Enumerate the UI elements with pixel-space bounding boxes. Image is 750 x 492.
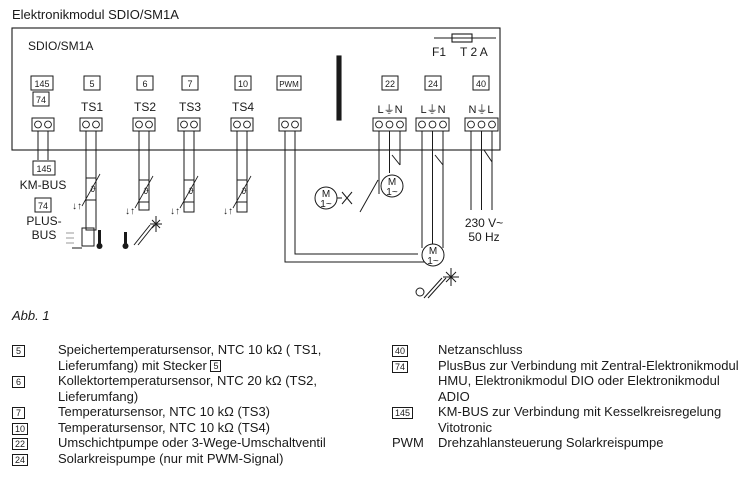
connector-40 xyxy=(464,117,499,132)
legend-number: 7 xyxy=(12,407,25,419)
connector-7 xyxy=(177,117,201,132)
terminal-74: 74 xyxy=(36,95,46,105)
svg-text:↓↑: ↓↑ xyxy=(72,201,82,212)
legend-number: 24 xyxy=(12,453,29,466)
sensor-ts1-label: TS1 xyxy=(81,100,103,114)
legend-number: 145 xyxy=(392,407,414,419)
terminal-pwm: PWM xyxy=(279,80,299,89)
legend-number: 22 xyxy=(12,438,29,450)
connector-pwm xyxy=(278,117,302,132)
divider-bar xyxy=(336,55,342,121)
diagram-title: Elektronikmodul SDIO/SM1A xyxy=(12,7,179,22)
fuse-rating: T 2 A xyxy=(460,45,488,59)
legend-right: 40 Netzanschluss 74 PlusBus zur Verbindu… xyxy=(392,342,742,451)
terminal-6: 6 xyxy=(142,79,147,89)
legend-text: Umschichtpumpe oder 3-Wege-Umschaltventi… xyxy=(58,435,326,450)
legend-number: 40 xyxy=(392,345,409,357)
pump-22-label-1: M xyxy=(388,177,396,188)
kmbus-box: 145 xyxy=(36,164,51,174)
legend-text: Drehzahlansteuerung Solarkreispumpe xyxy=(438,435,664,450)
svg-text:↓↑: ↓↑ xyxy=(170,206,180,217)
terminal-22: 22 xyxy=(385,79,395,89)
terminal-40-pins: N⏚L xyxy=(468,103,493,116)
sensor-ts2-label: TS2 xyxy=(134,100,156,114)
legend-item: 22 Umschichtpumpe oder 3-Wege-Umschaltve… xyxy=(12,435,382,451)
svg-text:ϑ: ϑ xyxy=(91,184,96,194)
terminal-10: 10 xyxy=(238,79,248,89)
plusbus-box: 74 xyxy=(38,201,48,211)
legend-text: KM-BUS zur Verbindung mit Kesselkreisreg… xyxy=(438,404,722,435)
svg-text:ϑ: ϑ xyxy=(189,186,194,196)
terminal-24-pins: L⏚N xyxy=(420,103,445,116)
legend-item: 7 Temperatursensor, NTC 10 kΩ (TS3) xyxy=(12,404,382,420)
solar-pump-symbol xyxy=(421,243,445,267)
svg-text:↓↑: ↓↑ xyxy=(125,206,135,217)
plusbus-label-2: BUS xyxy=(32,228,57,242)
legend-item: 40 Netzanschluss xyxy=(392,342,742,358)
legend-item: 6 Kollektortemperatursensor, NTC 20 kΩ (… xyxy=(12,373,382,404)
terminal-7: 7 xyxy=(187,79,192,89)
sensor-ts3-label: TS3 xyxy=(179,100,201,114)
terminal-40: 40 xyxy=(476,79,486,89)
module-outline xyxy=(11,27,501,151)
solar-pump-label-1: M xyxy=(429,246,437,257)
legend-text: Speichertemperatursensor, NTC 10 kΩ ( TS… xyxy=(58,342,322,373)
terminal-22-pins: L⏚N xyxy=(377,103,402,116)
legend-item: 145 KM-BUS zur Verbindung mit Kesselkrei… xyxy=(392,404,742,435)
connector-145 xyxy=(31,117,55,132)
fuse-label: F1 xyxy=(432,45,446,59)
module-label: SDIO/SM1A xyxy=(28,39,93,53)
connector-22 xyxy=(372,117,407,132)
svg-text:ϑ: ϑ xyxy=(144,186,149,196)
legend-text: Temperatursensor, NTC 10 kΩ (TS3) xyxy=(58,404,271,419)
legend-number: 74 xyxy=(392,360,409,373)
sensor-ts4-label: TS4 xyxy=(232,100,254,114)
legend-inline-box: 5 xyxy=(210,359,222,372)
plusbus-label-1: PLUS- xyxy=(26,214,61,228)
legend-text: PlusBus zur Verbindung mit Zentral-Elekt… xyxy=(438,357,739,404)
legend-number: 5 xyxy=(12,345,25,357)
svg-text:ϑ: ϑ xyxy=(242,186,247,196)
kmbus-label: KM-BUS xyxy=(20,178,67,192)
wiring-diagram: Elektronikmodul SDIO/SM1A SDIO/SM1A F1 T… xyxy=(11,7,503,299)
solar-pump-label-2: 1~ xyxy=(427,256,439,267)
legend-left: 5 Speichertemperatursensor, NTC 10 kΩ ( … xyxy=(12,342,382,466)
figure-caption: Abb. 1 xyxy=(12,308,50,323)
valve-motor-label-2: 1~ xyxy=(320,199,332,210)
connector-5 xyxy=(79,117,103,132)
connector-6 xyxy=(132,117,156,132)
connector-10 xyxy=(230,117,254,132)
legend-text: Solarkreispumpe (nur mit PWM-Signal) xyxy=(58,450,284,466)
legend-number: 6 xyxy=(12,376,25,388)
legend-text: Kollektortemperatursensor, NTC 20 kΩ (TS… xyxy=(58,373,317,404)
terminal-24: 24 xyxy=(428,79,438,89)
legend-number: PWM xyxy=(392,435,424,450)
power-frequency: 50 Hz xyxy=(468,230,499,244)
power-voltage: 230 V~ xyxy=(465,216,503,230)
legend-item: 5 Speichertemperatursensor, NTC 10 kΩ ( … xyxy=(12,342,382,373)
connector-24 xyxy=(415,117,450,132)
legend-number: 10 xyxy=(12,422,29,435)
svg-text:↓↑: ↓↑ xyxy=(223,206,233,217)
legend-text: Netzanschluss xyxy=(438,342,523,357)
legend-item: 74 PlusBus zur Verbindung mit Zentral-El… xyxy=(392,358,742,405)
legend-item: PWM Drehzahlansteuerung Solarkreispumpe xyxy=(392,435,742,451)
legend-item: 24 Solarkreispumpe (nur mit PWM-Signal) xyxy=(12,451,382,467)
valve-motor-label-1: M xyxy=(322,189,330,200)
fuse-symbol xyxy=(451,33,473,43)
legend-item: 10 Temperatursensor, NTC 10 kΩ (TS4) xyxy=(12,420,382,436)
terminal-145: 145 xyxy=(34,79,49,89)
pump-22-label-2: 1~ xyxy=(386,187,398,198)
pump-22-symbol xyxy=(380,174,404,198)
legend-text: Temperatursensor, NTC 10 kΩ (TS4) xyxy=(58,419,271,435)
terminal-5: 5 xyxy=(89,79,94,89)
